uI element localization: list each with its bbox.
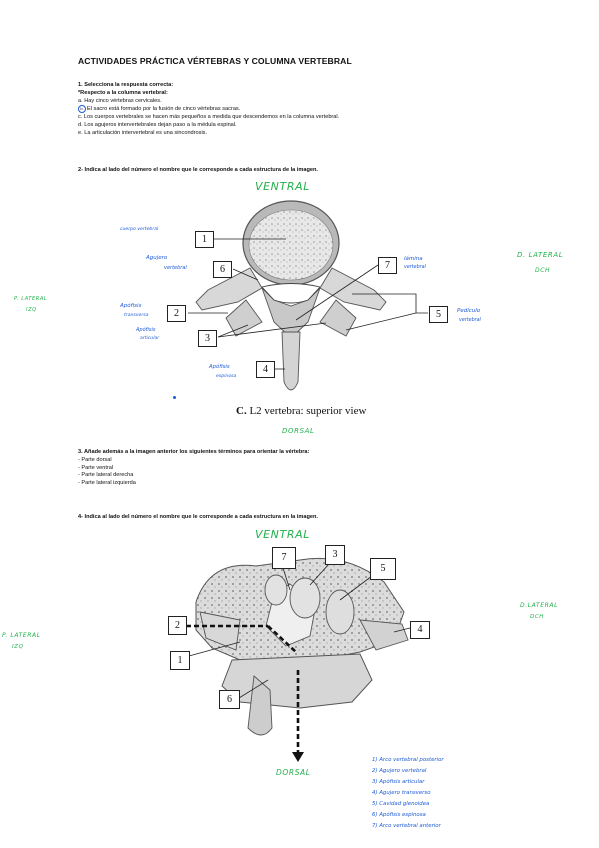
hw-lateral-right-1: D. LATERAL [517, 251, 564, 259]
hw-lateral-right-sub-2: DCH [530, 614, 545, 620]
q1-option-d: d. Los agujeros intervertebrales dejan p… [78, 121, 237, 128]
hw-apofisis-espinosa-2: espinosa [216, 374, 237, 379]
hw-lateral-right-2: D.LATERAL [520, 602, 559, 609]
page-title: ACTIVIDADES PRÁCTICA VÉRTEBRAS Y COLUMNA… [78, 56, 352, 66]
answer-1: 1) Arco vertebral posterior [372, 757, 444, 763]
q4-heading: 4- Indica al lado del número el nombre q… [78, 514, 318, 520]
selected-answer-circle: b. [78, 105, 86, 114]
q3-heading: 3. Añade además a la imagen anterior los… [78, 449, 310, 455]
fig1-label-4: 4 [256, 361, 275, 378]
fig2-label-6: 6 [219, 690, 240, 709]
answer-3: 3) Apófisis articular [372, 779, 425, 785]
hw-ventral-2: VENTRAL [255, 528, 310, 541]
hw-lateral-left-sub-1: IZQ [26, 307, 37, 313]
fig2-label-1: 1 [170, 651, 190, 670]
fig1-label-3: 3 [198, 330, 217, 347]
q3-item-ventral: - Parte ventral [78, 464, 114, 471]
q3-item-lateral-derecha: - Parte lateral derecha [78, 472, 134, 479]
q1-option-e: e. La articulación intervertebral es una… [78, 129, 208, 136]
fig2-label-2: 2 [168, 616, 187, 635]
question-1: 1. Selecciona la respuesta correcta: *Re… [78, 82, 339, 138]
q1-option-c: c. Los cuerpos vertebrales se hacen más … [78, 114, 340, 121]
fig1-label-7: 7 [378, 257, 397, 274]
fig2-label-3: 3 [325, 545, 345, 565]
hw-lamina: lámina [404, 256, 423, 262]
fig1-label-1: 1 [195, 231, 214, 248]
hw-lamina-2: vertebral [404, 265, 426, 270]
fig1-label-2: 2 [167, 305, 186, 322]
fig1-label-6: 6 [213, 261, 232, 278]
q1-option-a: a. Hay cinco vértebras cervicales. [78, 97, 162, 104]
hw-agujero-2: vertebral [164, 265, 187, 271]
q2-heading: 2- Indica al lado del número el nombre q… [78, 167, 318, 173]
hw-apofisis-articular-2: articular [140, 336, 160, 341]
q3-item-dorsal: - Parte dorsal [78, 456, 112, 463]
answer-6: 6) Apófisis espinosa [372, 812, 426, 818]
q1-heading: 1. Selecciona la respuesta correcta: [78, 82, 174, 88]
q3-item-lateral-izquierda: - Parte lateral izquierda [78, 480, 136, 487]
q1-subheading: *Respecto a la columna vertebral: [78, 89, 168, 96]
hw-apofisis-transversa: Apófisis [120, 303, 142, 309]
fig2-label-4: 4 [410, 621, 430, 639]
hw-ventral-1: VENTRAL [255, 180, 310, 193]
hw-lateral-right-sub-1: DCH [535, 267, 551, 274]
hw-cuerpo-vertebral: cuerpo vertebral [120, 227, 159, 232]
hw-dorsal-2: DORSAL [276, 768, 311, 777]
hw-agujero: Agujero [146, 255, 168, 261]
hw-apofisis-articular: Apófisis [136, 327, 156, 333]
q1-option-b: b.El sacro está formado por la fusión de… [78, 105, 339, 114]
hw-pediculo: Pedículo [457, 308, 481, 314]
pen-dot [173, 396, 176, 399]
hw-lateral-left-sub-2: IZQ [12, 644, 24, 650]
answer-2: 2) Agujero vertebral [372, 768, 427, 774]
hw-apofisis-espinosa: Apófisis [209, 364, 230, 370]
hw-dorsal-1: DORSAL [282, 427, 315, 435]
answer-5: 5) Cavidad glenoidea [372, 801, 430, 807]
hw-pediculo-2: vertebral [459, 318, 481, 323]
answer-7: 7) Arco vertebral anterior [372, 823, 441, 829]
question-3: 3. Añade además a la imagen anterior los… [78, 449, 309, 488]
fig1-label-5: 5 [429, 306, 448, 323]
hw-lateral-left-1: P. LATERAL [14, 296, 48, 302]
fig2-label-5: 5 [370, 558, 396, 580]
fig2-label-7: 7 [272, 547, 296, 569]
hw-lateral-left-2: P. LATERAL [2, 632, 41, 639]
figure-caption: C. L2 vertebra: superior view [236, 405, 367, 417]
answer-4: 4) Agujero transverso [372, 790, 431, 796]
hw-apofisis-transversa-2: transversa [124, 313, 149, 318]
